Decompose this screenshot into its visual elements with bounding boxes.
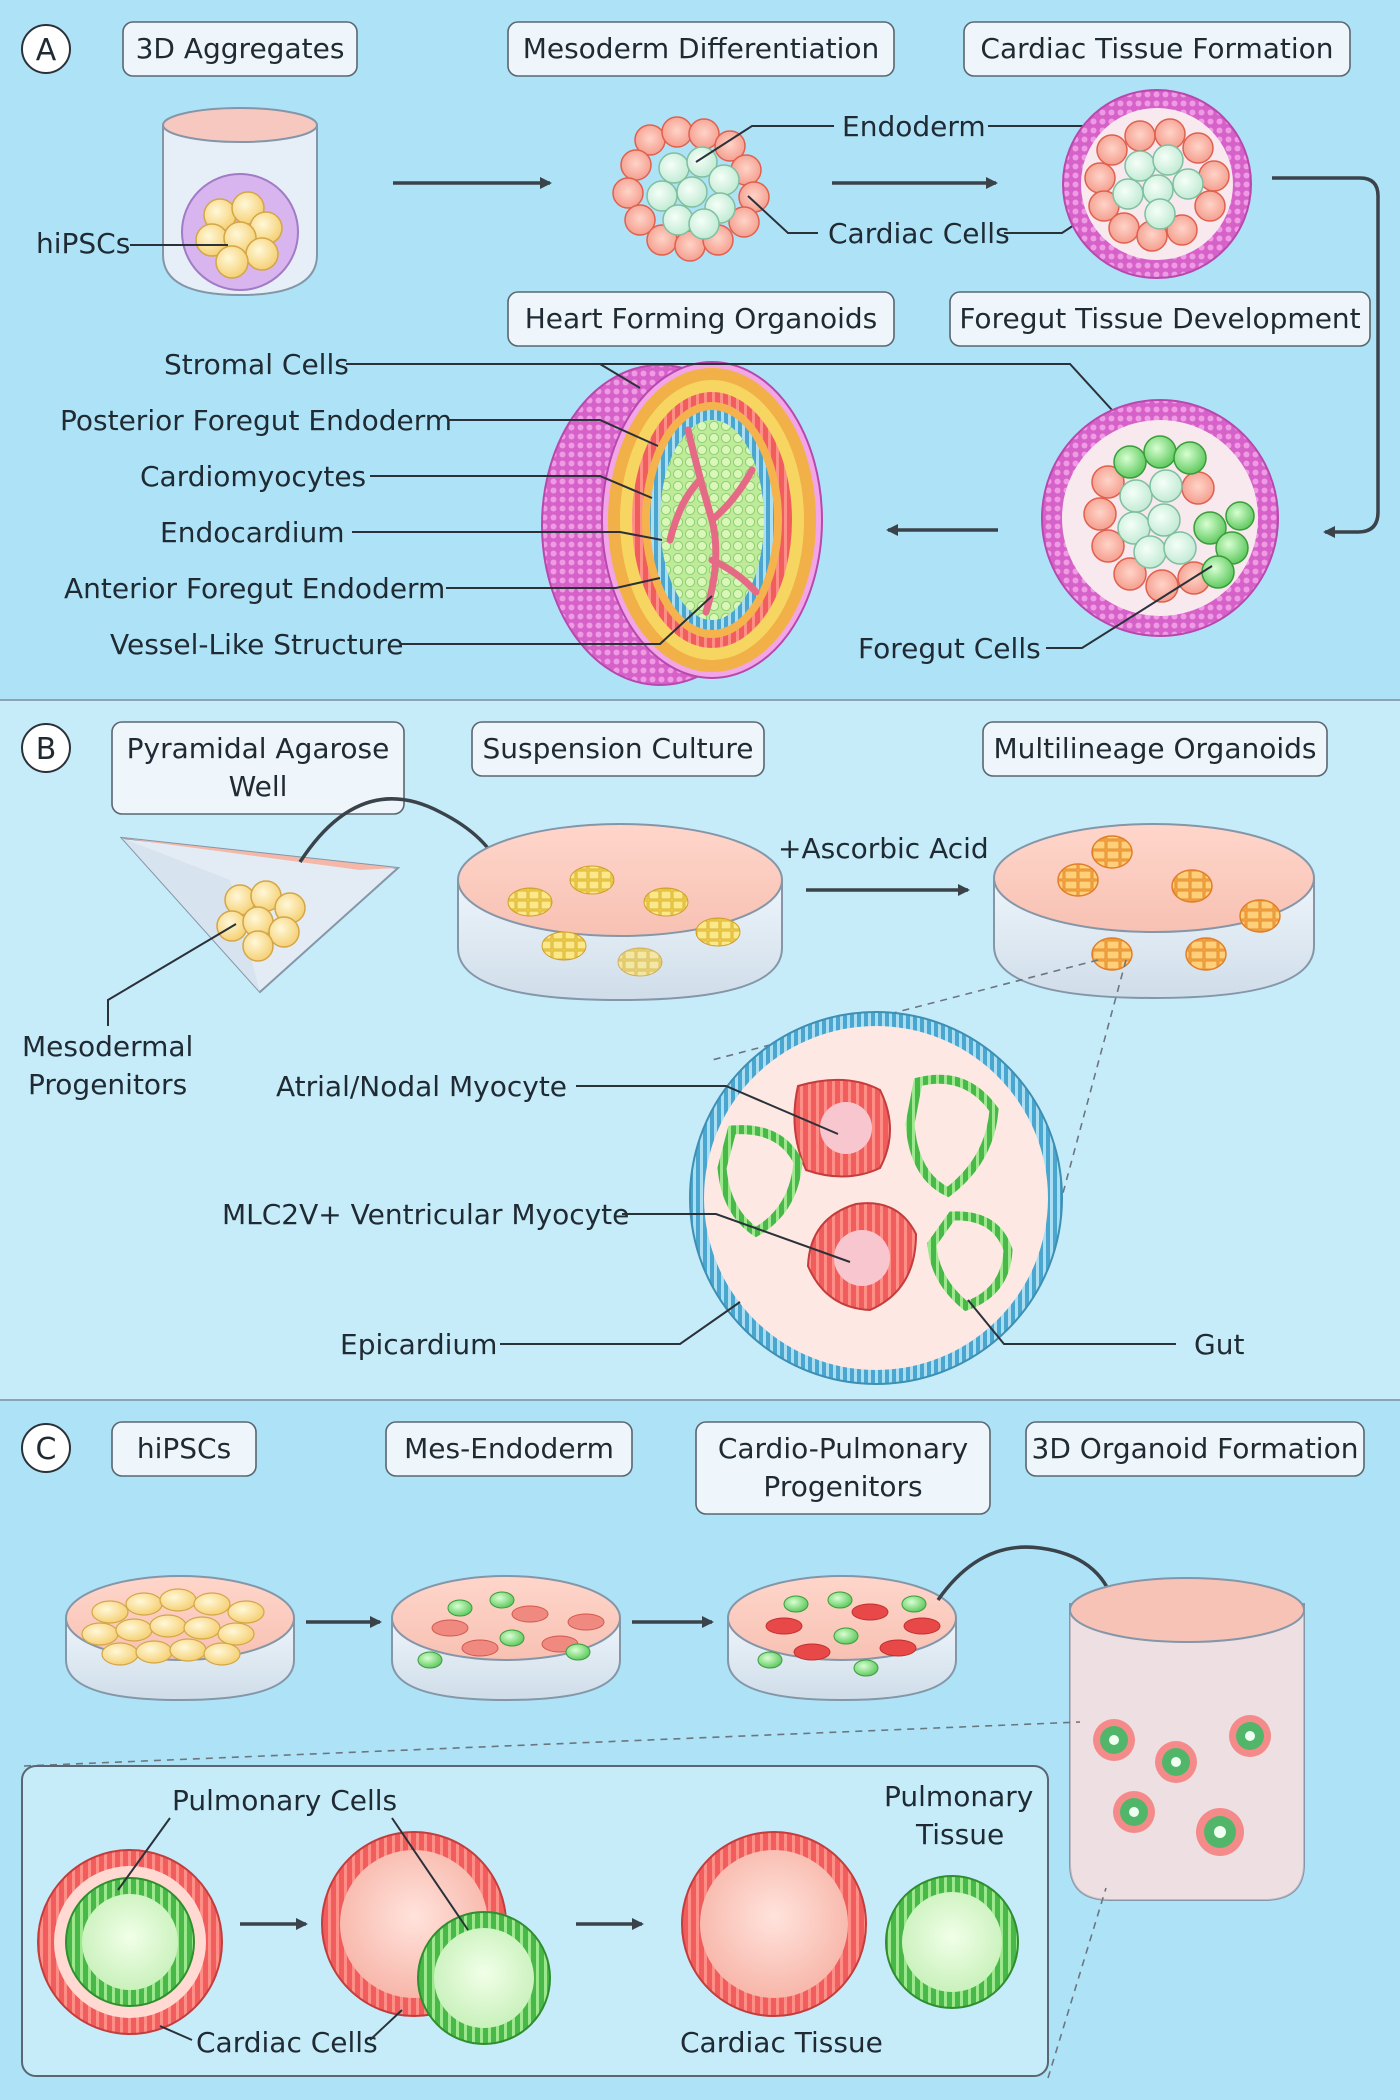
panel-a-letter-badge: A: [21, 24, 71, 74]
step-label-line-2: Well: [229, 770, 288, 803]
pulmonary-tissue-sphere-final: [885, 1875, 1019, 2009]
stage-budding-organoid: [321, 1831, 551, 2045]
step-label: 3D Aggregates: [136, 32, 345, 65]
label-ventricular-myocyte: MLC2V+ Ventricular Myocyte: [222, 1198, 629, 1231]
arrow-cardiac-to-foregut: [1272, 176, 1380, 538]
step-label: Mesoderm Differentiation: [523, 32, 880, 65]
cardiac-tissue-sphere-final: [681, 1831, 867, 2017]
step-label-line-2: Progenitors: [763, 1470, 922, 1503]
label-mesodermal-progenitors-line-2: Progenitors: [28, 1068, 187, 1101]
step-label-line-1: Pyramidal Agarose: [127, 732, 390, 765]
step-pill-heart-forming-organoids: Heart Forming Organoids: [507, 291, 895, 347]
step-label: Foregut Tissue Development: [959, 302, 1360, 335]
step-label: Multilineage Organoids: [993, 732, 1316, 765]
hipsc-dish: [65, 1575, 295, 1702]
step-pill-mesoderm-differentiation: Mesoderm Differentiation: [507, 21, 895, 77]
multilineage-organoid-dish: [993, 823, 1315, 1000]
step-pill-hipscs: hiPSCs: [111, 1421, 257, 1477]
step-label: Suspension Culture: [483, 732, 754, 765]
step-pill-3d-organoid-formation: 3D Organoid Formation: [1025, 1421, 1365, 1477]
suspension-culture-dish: [457, 823, 783, 1002]
step-label: Cardiac Tissue Formation: [980, 32, 1333, 65]
label-ascorbic-acid: +Ascorbic Acid: [778, 832, 989, 865]
step-pill-3d-aggregates: 3D Aggregates: [122, 21, 358, 77]
label-cardiomyocytes: Cardiomyocytes: [140, 460, 366, 493]
aggregate-spheroids: [507, 865, 741, 977]
arrow-progenitors-to-beaker: [936, 1545, 1117, 1606]
label-endocardium: Endocardium: [160, 516, 345, 549]
step-pill-suspension-culture: Suspension Culture: [471, 721, 765, 777]
panel-c-letter: C: [36, 1432, 57, 1467]
label-cardiac-cells-c: Cardiac Cells: [196, 2026, 378, 2059]
foregut-sphere: [1041, 399, 1279, 637]
label-endoderm: Endoderm: [842, 110, 986, 143]
label-atrial-nodal-myocyte: Atrial/Nodal Myocyte: [276, 1070, 567, 1103]
ventricular-myocyte-cluster: [806, 1202, 918, 1312]
organoid-beaker: [1069, 1577, 1305, 1901]
step-label: Heart Forming Organoids: [525, 302, 878, 335]
label-foregut-cells: Foregut Cells: [858, 632, 1041, 665]
label-mesodermal-progenitors-line-1: Mesodermal: [22, 1030, 193, 1063]
panel-a-letter: A: [36, 33, 57, 68]
heart-forming-organoid: [541, 361, 823, 686]
label-epicardium: Epicardium: [340, 1328, 497, 1361]
organoid-detail-inset: [21, 1765, 1049, 2077]
step-pill-foregut-tissue-development: Foregut Tissue Development: [949, 291, 1371, 347]
label-hipscs: hiPSCs: [36, 227, 130, 260]
step-pill-cardio-pulmonary-progenitors: Cardio-Pulmonary Progenitors: [695, 1421, 991, 1515]
label-posterior-foregut-endoderm: Posterior Foregut Endoderm: [60, 404, 452, 437]
label-stromal-cells: Stromal Cells: [164, 348, 349, 381]
panel-b-background: [0, 701, 1400, 1400]
label-vessel-like-structure: Vessel-Like Structure: [110, 628, 403, 661]
step-pill-pyramidal-agarose-well: Pyramidal Agarose Well: [111, 721, 405, 815]
step-pill-cardiac-tissue-formation: Cardiac Tissue Formation: [963, 21, 1351, 77]
step-label: hiPSCs: [137, 1432, 231, 1465]
multilineage-organoid-section: [689, 1011, 1063, 1385]
atrial-nodal-myocyte-cluster: [793, 1078, 891, 1178]
hipsc-cluster: [195, 191, 283, 279]
step-label-line-1: Cardio-Pulmonary: [718, 1432, 968, 1465]
mesoderm-cluster: [612, 116, 770, 262]
label-pulmonary-cells: Pulmonary Cells: [172, 1784, 397, 1817]
step-label: 3D Organoid Formation: [1032, 1432, 1359, 1465]
mesendoderm-dish: [391, 1575, 621, 1702]
step-pill-mes-endoderm: Mes-Endoderm: [385, 1421, 633, 1477]
panel-c-letter-badge: C: [21, 1423, 71, 1473]
zoom-line-left: [711, 959, 1099, 1061]
label-pulmonary-tissue-line-1: Pulmonary: [884, 1780, 1033, 1813]
stage-nested-organoid: [37, 1849, 223, 2035]
step-label: Mes-Endoderm: [404, 1432, 614, 1465]
label-cardiac-cells: Cardiac Cells: [828, 217, 1010, 250]
gut-tubes: [717, 1074, 1013, 1312]
panel-b-letter-badge: B: [21, 723, 71, 773]
pyramidal-agarose-well: [119, 836, 401, 994]
cardiac-tissue-sphere: [1062, 89, 1252, 279]
label-cardiac-tissue: Cardiac Tissue: [680, 2026, 883, 2059]
label-gut: Gut: [1194, 1328, 1244, 1361]
label-pulmonary-tissue-line-2: Tissue: [915, 1818, 1004, 1851]
beaker-organoids: [1093, 1715, 1271, 1856]
progenitor-dish: [727, 1575, 957, 1702]
aggregate-tube: [162, 107, 318, 297]
panel-b-letter: B: [36, 732, 57, 767]
step-pill-multilineage-organoids: Multilineage Organoids: [982, 721, 1328, 777]
label-anterior-foregut-endoderm: Anterior Foregut Endoderm: [64, 572, 445, 605]
